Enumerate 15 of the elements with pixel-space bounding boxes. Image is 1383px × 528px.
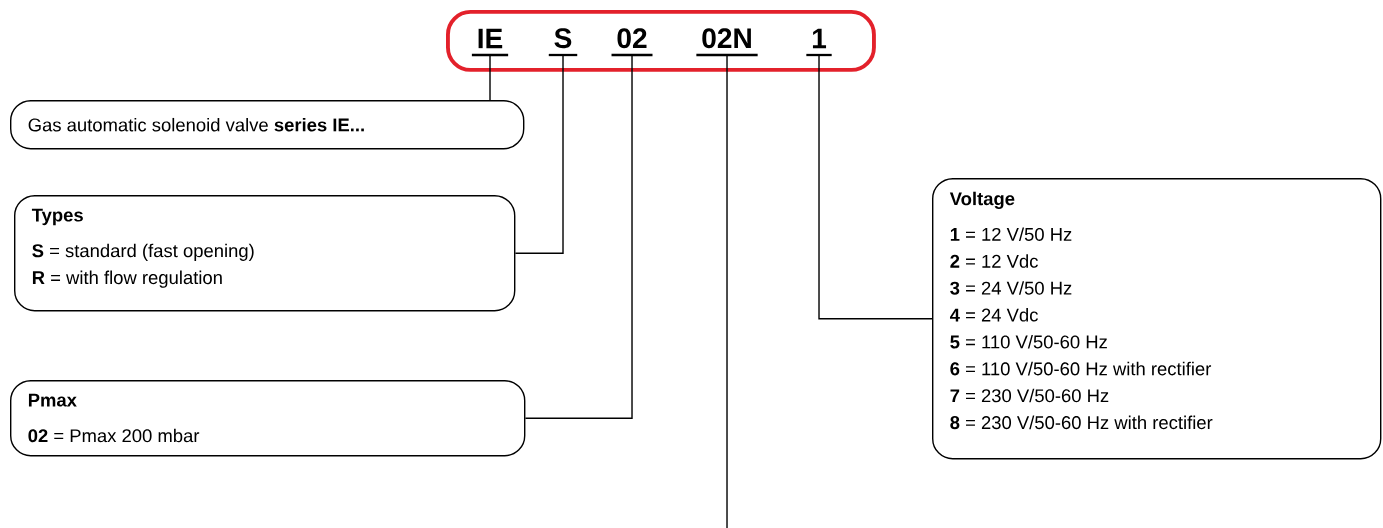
code-segment: 02: [611, 28, 653, 57]
description-box: Types S = standard (fast opening) R = with flow regulation: [14, 195, 516, 312]
description-box: Pmax 02 = Pmax 200 mbar: [10, 380, 526, 457]
code-segment: IE: [471, 28, 509, 57]
description-box: Voltage 1 = 12 V/50 Hz 2 = 12 Vdc 3 = 24 V/50 Hz 4 = 24 Vdc 5 = 110 V/50-60 Hz 6 = 110 V/50-60 Hz with rectifier 7 = 230 V/50-60 Hz 8 = 230 V/50-60 Hz with rectifier: [932, 178, 1382, 460]
leader-line: [524, 54, 633, 419]
code-segment: 02N: [696, 28, 758, 57]
leader-line: [489, 54, 491, 101]
leader-line: [726, 54, 728, 528]
leader-line: [818, 54, 933, 320]
leader-line: [514, 54, 564, 254]
code-frame: [446, 10, 876, 72]
code-segment: S: [548, 28, 578, 57]
code-segment: 1: [806, 28, 832, 57]
description-box: Gas automatic solenoid valve series IE...: [10, 100, 525, 150]
